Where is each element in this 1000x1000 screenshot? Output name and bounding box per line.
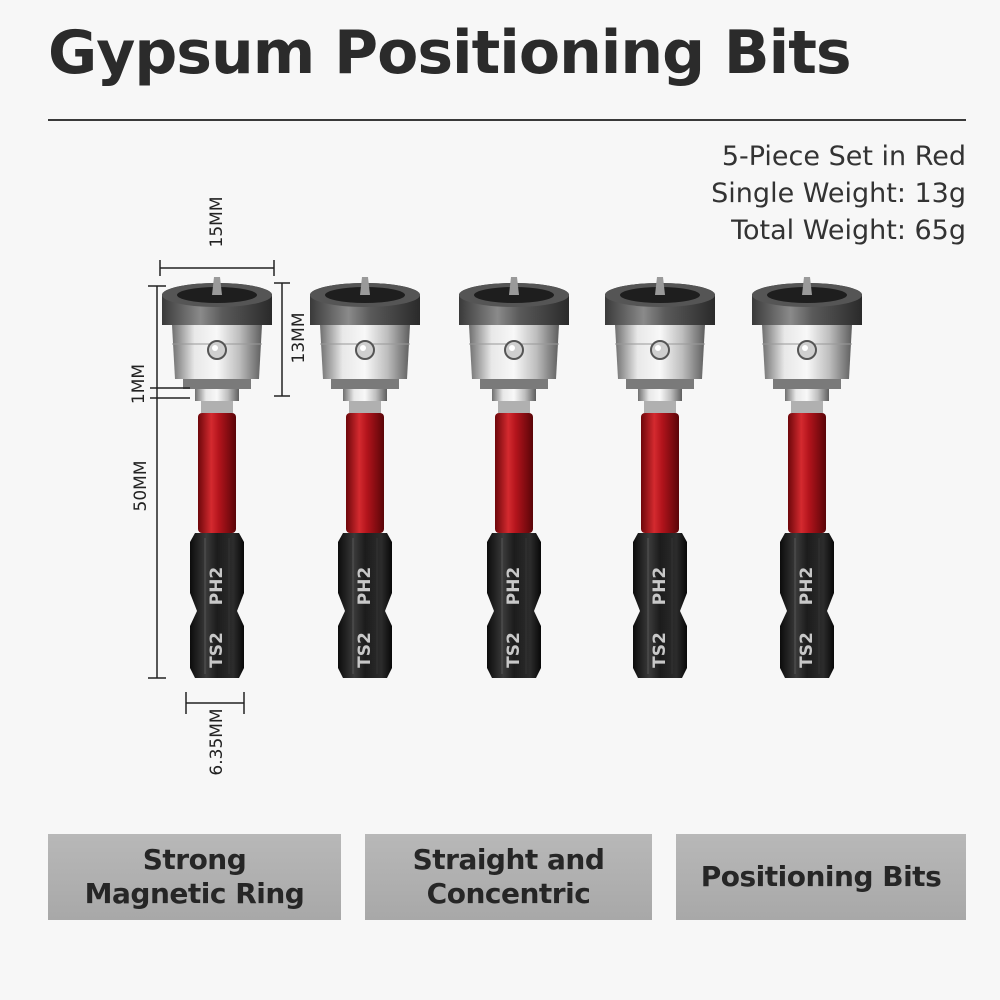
feature-straight-concentric: Straight and Concentric [365, 834, 652, 920]
spec-set: 5-Piece Set in Red [721, 141, 966, 172]
bit-2-lower-mark: TS2 [355, 632, 375, 668]
feature-label: Strong Magnetic Ring [84, 843, 305, 910]
bit-4-upper-mark: PH2 [650, 567, 670, 606]
page-title: Gypsum Positioning Bits [48, 18, 852, 88]
spec-total-weight: Total Weight: 65g [731, 215, 966, 246]
bit-2-upper-mark: PH2 [355, 567, 375, 606]
bit-1-upper-mark: PH2 [207, 567, 227, 606]
bit-2 [309, 276, 421, 679]
dim-ring-diameter: 15MM [207, 197, 227, 248]
bit-3 [458, 276, 570, 679]
specs-block: 5-Piece Set in Red Single Weight: 13g To… [711, 138, 966, 249]
bit-5-upper-mark: PH2 [797, 567, 817, 606]
bit-4-lower-mark: TS2 [650, 632, 670, 668]
bit-1-lower-mark: TS2 [207, 632, 227, 668]
bit-1 [161, 276, 273, 679]
bit-4 [604, 276, 716, 679]
dim-ring-height: 13MM [289, 313, 309, 364]
dim-shank-length: 50MM [131, 461, 151, 512]
feature-strip: Strong Magnetic Ring Straight and Concen… [48, 834, 966, 920]
bits-illustration: PH2 TS2 PH2 TS2 PH2 TS2 PH2 TS2 PH2 TS2 … [129, 197, 863, 776]
dim-hex-width: 6.35MM [207, 708, 227, 775]
bit-3-lower-mark: TS2 [504, 632, 524, 668]
feature-label: Positioning Bits [700, 860, 942, 893]
title-divider [48, 119, 966, 121]
bit-3-upper-mark: PH2 [504, 567, 524, 606]
feature-positioning-bits: Positioning Bits [676, 834, 966, 920]
feature-label: Straight and Concentric [412, 843, 605, 910]
dim-gap: 1MM [129, 364, 149, 404]
bit-5 [751, 276, 863, 679]
dimension-lines [148, 260, 290, 714]
bit-5-lower-mark: TS2 [797, 632, 817, 668]
spec-single-weight: Single Weight: 13g [711, 178, 966, 209]
feature-magnetic-ring: Strong Magnetic Ring [48, 834, 341, 920]
